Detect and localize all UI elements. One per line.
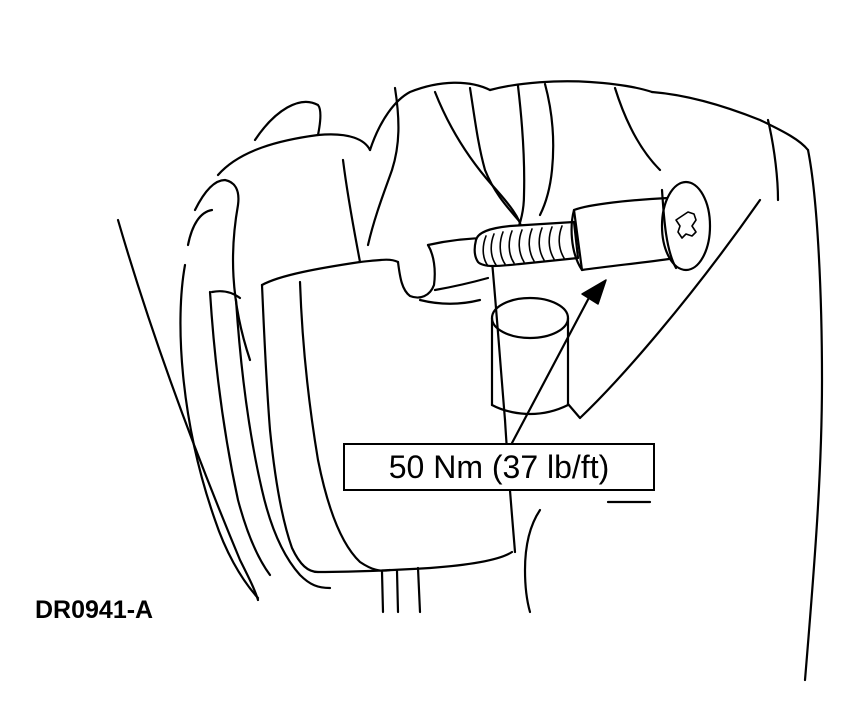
door-outer-outline — [186, 80, 824, 682]
bolt-threads — [473, 220, 580, 268]
figure-id-label: DR0941-A — [35, 596, 154, 624]
hinge-pin — [490, 296, 570, 416]
torque-callout-box: 50 Nm (37 lb/ft) — [343, 443, 655, 491]
arrowhead-icon — [581, 279, 607, 305]
bolt-shoulder — [572, 196, 678, 272]
inner-folds — [341, 82, 662, 264]
torx-socket-icon — [675, 211, 697, 239]
lower-edges — [380, 198, 762, 614]
bolt-head — [660, 180, 712, 272]
hinge-bolt — [473, 180, 712, 272]
hinge-bracket — [208, 236, 517, 590]
left-panel-edges — [116, 218, 260, 602]
torque-callout-label: 50 Nm (37 lb/ft) — [388, 449, 610, 485]
leader-arrow — [510, 279, 607, 445]
